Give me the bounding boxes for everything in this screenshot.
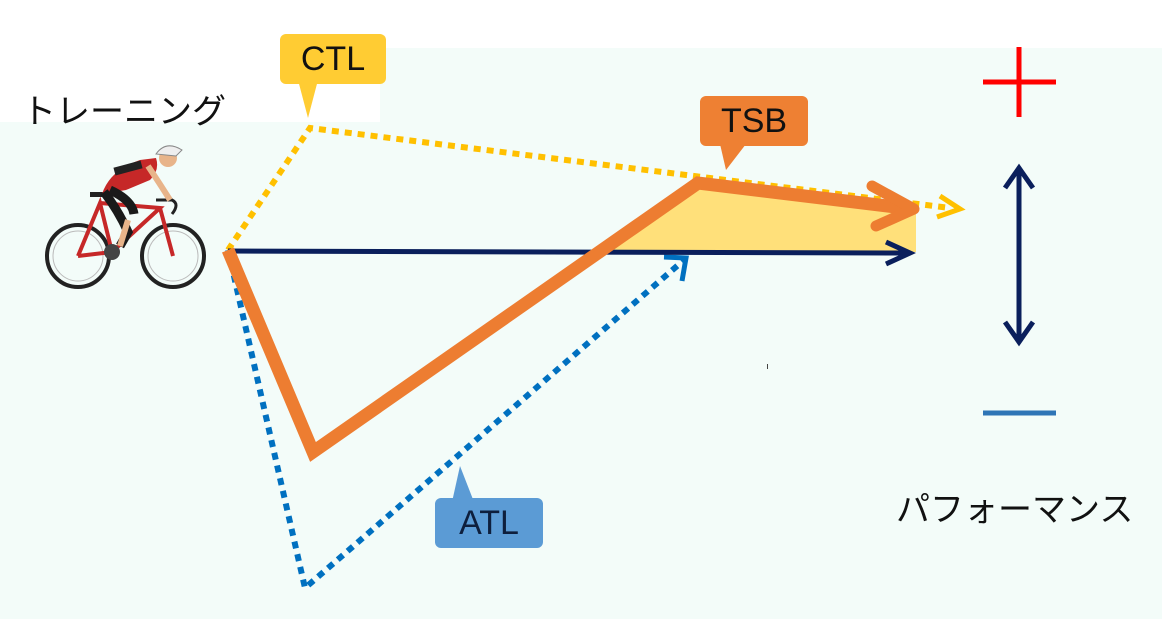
baseline-axis bbox=[228, 251, 910, 253]
speck bbox=[767, 364, 768, 369]
tsb-label: TSB bbox=[700, 96, 808, 146]
tsb-bubble-tail bbox=[720, 144, 746, 170]
performance-label: パフォーマンス bbox=[896, 482, 1133, 531]
atl-bubble-tail bbox=[452, 466, 474, 502]
plus-icon bbox=[983, 47, 1056, 117]
training-label: トレーニング bbox=[22, 84, 226, 133]
ctl-bubble-tail bbox=[298, 80, 318, 118]
double-arrow-icon bbox=[1005, 168, 1033, 342]
atl-label: ATL bbox=[435, 498, 543, 548]
ctl-label: CTL bbox=[280, 34, 386, 84]
cyclist-icon bbox=[47, 146, 204, 287]
